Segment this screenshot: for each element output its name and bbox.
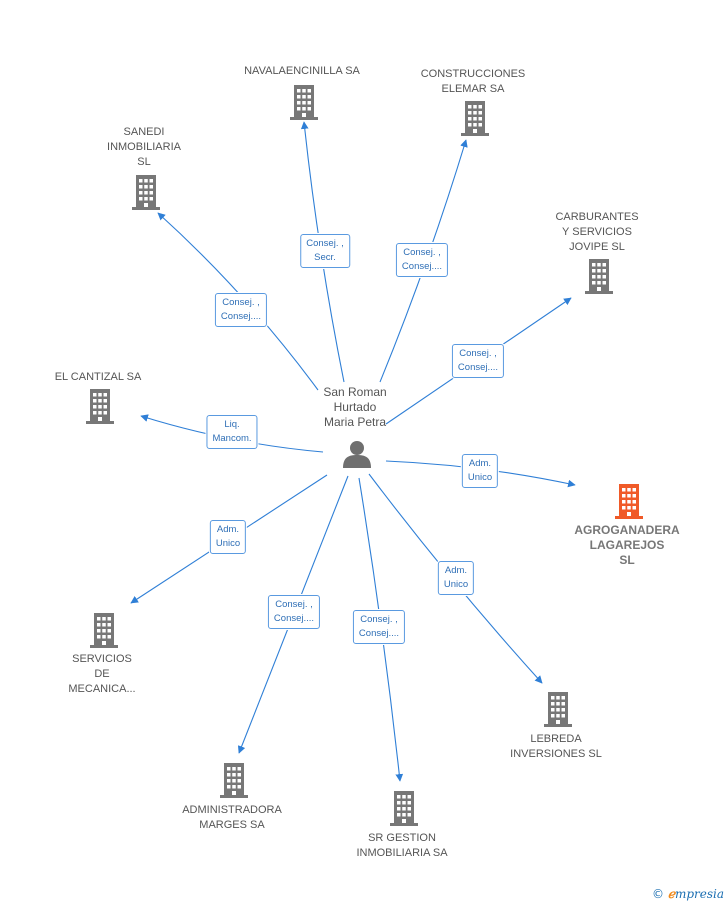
company-label-agroganadera[interactable]: AGROGANADERA LAGAREJOS SL — [574, 523, 680, 567]
company-label-carburantes[interactable]: CARBURANTES Y SERVICIOS JOVIPE SL — [555, 211, 639, 253]
edge-label-sanedi[interactable]: Consej. , Consej.... — [214, 293, 268, 327]
edge-label-lebreda[interactable]: Adm. Unico — [437, 561, 475, 595]
building-icon[interactable] — [86, 389, 114, 424]
edge-label-carburantes[interactable]: Consej. , Consej.... — [451, 344, 505, 378]
building-icon[interactable] — [544, 692, 572, 727]
building-icon[interactable] — [90, 613, 118, 648]
edge-label-construcciones[interactable]: Consej. , Consej.... — [395, 243, 449, 277]
building-icon[interactable] — [290, 85, 318, 120]
company-label-administradora[interactable]: ADMINISTRADORA MARGES SA — [182, 804, 282, 831]
edge-label-agroganadera[interactable]: Adm. Unico — [461, 454, 499, 488]
company-label-servicios[interactable]: SERVICIOS DE MECANICA... — [68, 653, 136, 695]
edge-label-administradora[interactable]: Consej. , Consej.... — [267, 595, 321, 629]
edge-label-cantizal[interactable]: Liq. Mancom. — [206, 415, 258, 449]
company-label-srgestion[interactable]: SR GESTION INMOBILIARIA SA — [356, 832, 448, 859]
company-label-construcciones[interactable]: CONSTRUCCIONES ELEMAR SA — [420, 68, 526, 95]
empresia-logo[interactable]: © ℯmpresia — [652, 887, 724, 901]
building-icon[interactable] — [585, 259, 613, 294]
edge-label-navalaencinilla[interactable]: Consej. , Secr. — [300, 234, 350, 268]
building-icon[interactable] — [220, 763, 248, 798]
company-label-navalaencinilla[interactable]: NAVALAENCINILLA SA — [244, 65, 360, 77]
building-icon[interactable] — [615, 484, 643, 519]
company-label-lebreda[interactable]: LEBREDA INVERSIONES SL — [510, 733, 602, 760]
building-icon[interactable] — [390, 791, 418, 826]
building-icon[interactable] — [461, 101, 489, 136]
edge-label-srgestion[interactable]: Consej. , Consej.... — [352, 610, 406, 644]
edge-label-servicios[interactable]: Adm. Unico — [209, 520, 247, 554]
company-label-cantizal[interactable]: EL CANTIZAL SA — [54, 371, 142, 383]
person-icon — [343, 441, 371, 468]
building-icon[interactable] — [132, 175, 160, 210]
center-person-label: San Roman Hurtado Maria Petra — [323, 385, 387, 429]
company-label-sanedi[interactable]: SANEDI INMOBILIARIA SL — [107, 126, 181, 168]
